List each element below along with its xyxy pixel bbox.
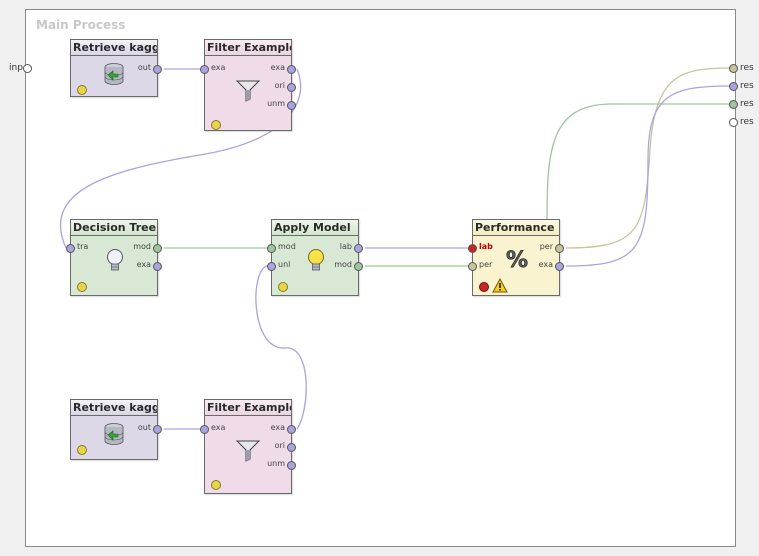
process-title: Main Process [36,18,126,32]
operator-title: Retrieve kagg... [71,40,157,56]
port-label-exa: exa [136,260,151,269]
input-port-mod[interactable] [267,244,276,253]
port-label-lab: lab [339,242,352,251]
svg-text:%: % [506,248,528,272]
output-port-out[interactable] [153,425,162,434]
operator-apply-model[interactable]: Apply Model mod unl lab mod [267,219,363,296]
port-label-exa: exa [211,63,226,72]
port-label-out: out [137,63,151,72]
result-port-1[interactable] [729,64,738,73]
port-label-lab: lab [479,242,493,251]
output-port-exa[interactable] [287,65,296,74]
output-port-exa[interactable] [287,425,296,434]
status-indicator [278,282,288,292]
port-label-per-out: per [539,242,553,251]
operator-title: Filter Examples [205,40,291,56]
lightbulb-lit-icon [308,249,324,271]
port-label-ori: ori [274,81,285,90]
result-port-4-label: res [740,117,754,127]
output-port-lab[interactable] [354,244,363,253]
process-input-port[interactable] [23,64,32,73]
process-input-label: inp [9,63,23,73]
result-port-2-label: res [740,81,754,91]
input-port-tra[interactable] [66,244,75,253]
lightbulb-icon [107,249,123,271]
output-port-ori[interactable] [287,83,296,92]
status-indicator [77,85,87,95]
operator-decision-tree[interactable]: Decision Tree tra mod exa [66,219,162,296]
result-port-3-label: res [740,99,754,109]
result-port-1-label: res [740,63,754,73]
output-port-per[interactable] [555,244,564,253]
result-port-3[interactable] [729,100,738,109]
operator-title: Apply Model [272,220,358,236]
database-icon [104,423,124,445]
port-label-unm: unm [267,99,285,108]
input-port-exa[interactable] [200,65,209,74]
port-label-out: out [137,423,151,432]
port-label-per: per [479,260,493,269]
operator-filter-examples-1[interactable]: Filter Examples exa exa ori unm [200,39,296,131]
port-label-exa-out: exa [270,63,285,72]
output-port-out[interactable] [153,65,162,74]
port-label-unm: unm [267,459,285,468]
port-label-mod: mod [278,242,296,251]
filter-funnel-icon [235,440,261,462]
status-indicator [211,480,221,490]
output-port-exa[interactable] [555,262,564,271]
operator-title: Filter Example... [205,400,291,416]
result-port-4[interactable] [729,118,738,127]
operator-title: Performance [473,220,559,236]
result-port-2[interactable] [729,82,738,91]
port-label-tra: tra [77,242,89,251]
error-status-indicator [479,282,489,292]
port-label-ori: ori [274,441,285,450]
output-port-mod[interactable] [153,244,162,253]
percent-icon: % [506,248,528,272]
input-port-lab[interactable] [468,244,477,253]
input-port-exa[interactable] [200,425,209,434]
input-port-unl[interactable] [267,262,276,271]
status-indicator [77,445,87,455]
input-port-per[interactable] [468,262,477,271]
port-label-exa: exa [538,260,553,269]
output-port-unm[interactable] [287,461,296,470]
port-label-mod-out: mod [334,260,352,269]
filter-funnel-icon [235,80,261,102]
port-label-unl: unl [278,260,291,269]
status-indicator [77,282,87,292]
warning-icon[interactable] [492,278,508,293]
operator-retrieve-1[interactable]: Retrieve kagg... out [70,39,162,97]
port-label-mod: mod [133,242,151,251]
output-port-exa[interactable] [153,262,162,271]
port-label-exa-out: exa [270,423,285,432]
status-indicator [211,120,221,130]
operator-title: Retrieve kagg... [71,400,157,416]
operator-retrieve-2[interactable]: Retrieve kagg... out [70,399,162,460]
operator-title: Decision Tree [71,220,157,236]
output-port-unm[interactable] [287,101,296,110]
output-port-ori[interactable] [287,443,296,452]
operator-performance[interactable]: Performance lab per per exa % [468,219,564,296]
output-port-mod[interactable] [354,262,363,271]
port-label-exa: exa [211,423,226,432]
database-icon [104,63,124,85]
